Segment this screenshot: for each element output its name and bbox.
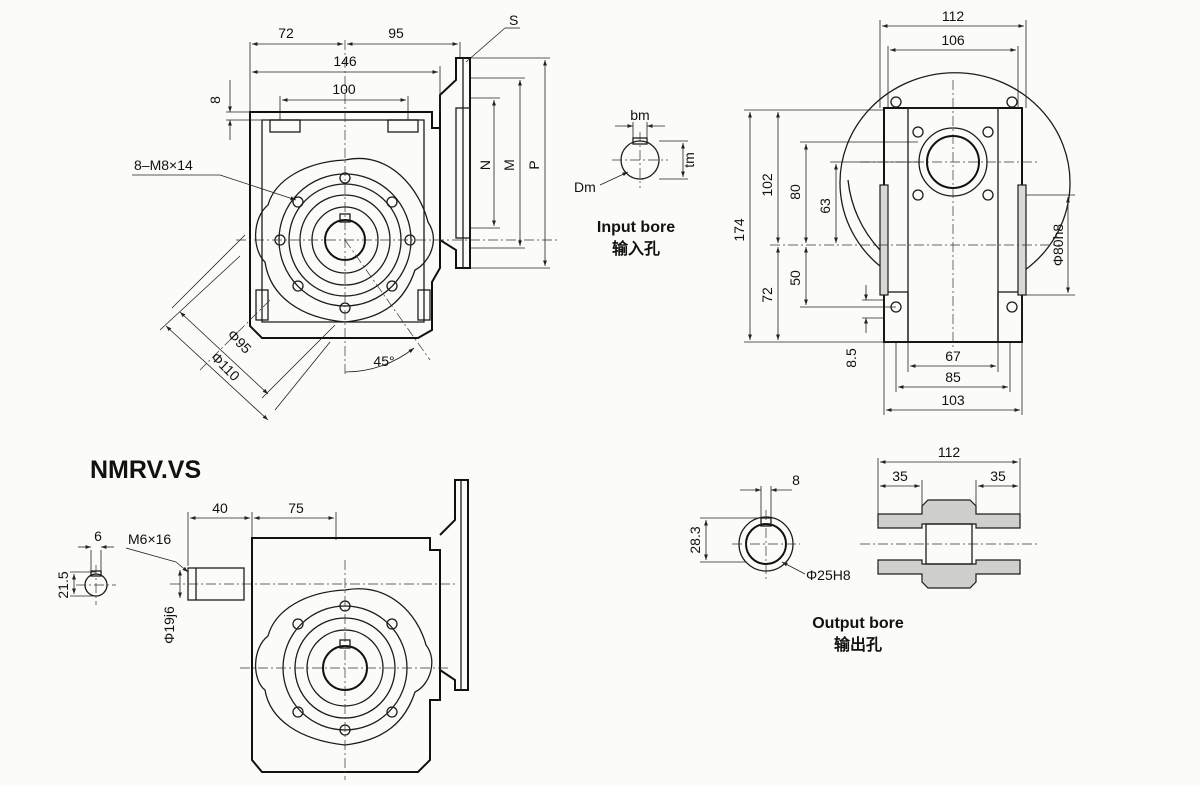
label-thread: 8–M8×14 bbox=[134, 157, 193, 173]
dim-72: 72 bbox=[278, 25, 294, 41]
input-bore-caption: Input bore bbox=[597, 219, 675, 236]
dim-67: 67 bbox=[945, 348, 961, 364]
dim-102: 102 bbox=[759, 173, 775, 197]
dim-85: 85 bbox=[945, 369, 961, 385]
label-n: N bbox=[477, 160, 493, 170]
dim-bm: bm bbox=[630, 107, 649, 123]
vs-view: NMRV.VS 6 21.5 M6×16 Φ19j6 40 75 bbox=[55, 456, 469, 780]
dim-8-out: 8 bbox=[792, 472, 800, 488]
dim-112-side: 112 bbox=[942, 8, 965, 24]
dim-35-right: 35 bbox=[990, 468, 1006, 484]
dim-146: 146 bbox=[333, 53, 357, 69]
dim-63: 63 bbox=[817, 198, 833, 214]
label-p: P bbox=[526, 160, 542, 169]
dim-103: 103 bbox=[941, 392, 965, 408]
front-view: 72 95 146 100 8 S N M P bbox=[132, 12, 560, 421]
output-bore-view: 8 28.3 Φ25H8 112 35 35 Output bore 输出孔 bbox=[687, 444, 1040, 654]
dim-95: 95 bbox=[388, 25, 404, 41]
input-bore-caption-zh: 输入孔 bbox=[612, 239, 660, 258]
dim-tm: tm bbox=[681, 152, 697, 168]
side-view: 112 106 174 102 72 80 50 63 8.5 bbox=[731, 8, 1075, 415]
dim-100: 100 bbox=[332, 81, 356, 97]
dim-28-3: 28.3 bbox=[687, 526, 703, 553]
dim-80: 80 bbox=[787, 184, 803, 200]
dim-50: 50 bbox=[787, 270, 803, 286]
dim-6: 6 bbox=[94, 528, 102, 544]
output-bore-caption: Output bore bbox=[812, 615, 904, 632]
dim-106: 106 bbox=[941, 32, 965, 48]
dim-dm: Dm bbox=[574, 179, 596, 195]
dim-d25h8: Φ25H8 bbox=[806, 567, 851, 583]
dim-112-out: 112 bbox=[938, 444, 961, 460]
dim-21-5: 21.5 bbox=[55, 571, 71, 598]
input-bore-view: bm tm Dm Input bore 输入孔 bbox=[574, 107, 697, 258]
dim-d95: Φ95 bbox=[224, 326, 254, 356]
dim-d80h8: Φ80h8 bbox=[1050, 224, 1066, 267]
dim-shaft-d19: Φ19j6 bbox=[161, 606, 177, 644]
dim-8: 8 bbox=[207, 96, 223, 104]
dim-thread-m6: M6×16 bbox=[128, 531, 171, 547]
dim-72-side: 72 bbox=[759, 287, 775, 303]
dim-35-left: 35 bbox=[892, 468, 908, 484]
label-m: M bbox=[501, 159, 517, 171]
dim-8-5: 8.5 bbox=[843, 348, 859, 368]
output-bore-caption-zh: 输出孔 bbox=[834, 635, 882, 654]
dim-40: 40 bbox=[212, 500, 228, 516]
dim-174: 174 bbox=[731, 218, 747, 242]
drawing-title: NMRV.VS bbox=[90, 456, 201, 484]
label-s: S bbox=[509, 12, 518, 28]
dim-d110: Φ110 bbox=[208, 349, 243, 384]
dim-75: 75 bbox=[288, 500, 304, 516]
dim-angle: 45° bbox=[373, 353, 394, 369]
